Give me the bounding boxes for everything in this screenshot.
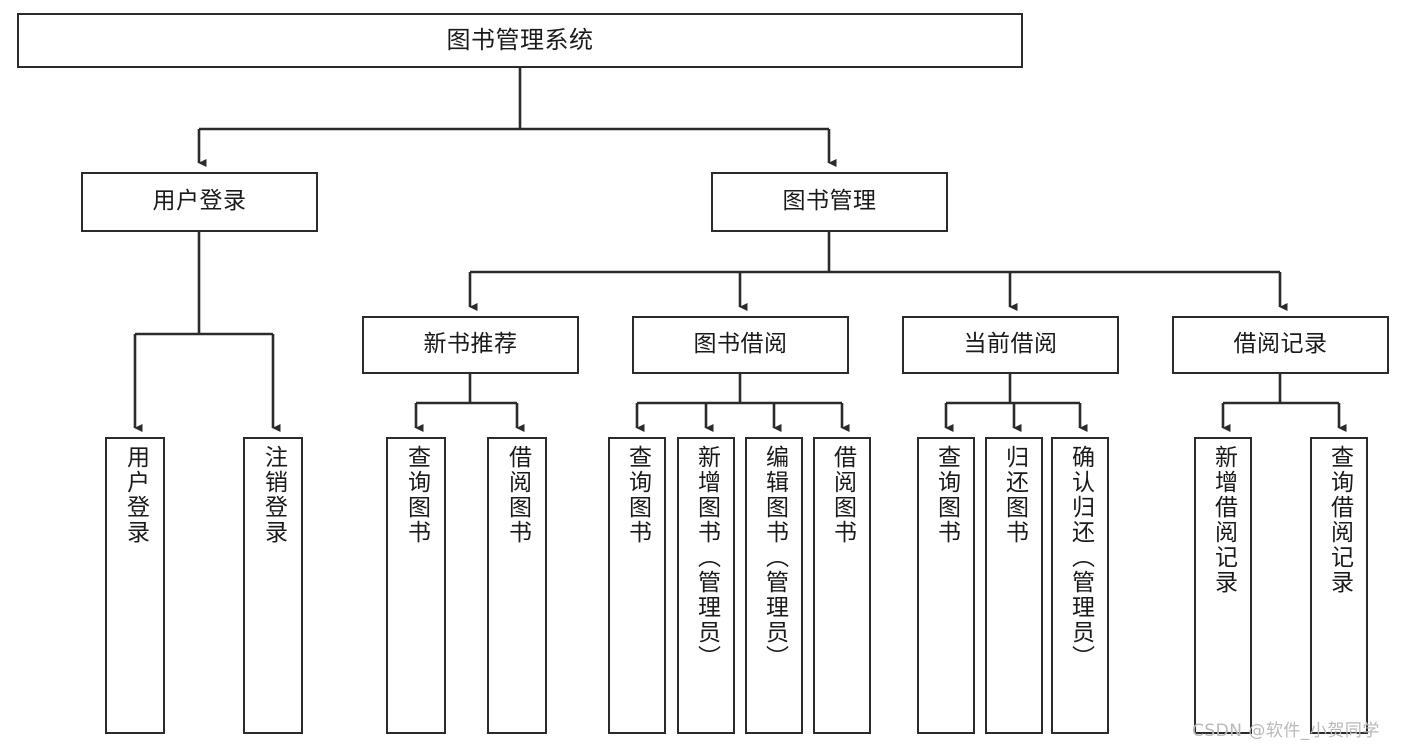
node-label: 用户登录 — [152, 188, 247, 215]
node-label: 借阅记录 — [1233, 331, 1328, 358]
node-leaf10[interactable]: 归还图书 — [985, 437, 1043, 734]
node-leaf12[interactable]: 新增借阅记录 — [1194, 437, 1252, 734]
node-leaf4[interactable]: 借阅图书 — [487, 437, 547, 734]
node-borrow[interactable]: 图书借阅 — [632, 316, 849, 374]
node-current[interactable]: 当前借阅 — [902, 316, 1119, 374]
node-leaf5[interactable]: 查询图书 — [608, 437, 666, 734]
node-label: 新增图书（管理员） — [693, 445, 720, 670]
csdn-watermark: CSDN @软件_小贺同学 — [1192, 721, 1380, 741]
node-label: 借阅图书 — [829, 445, 856, 545]
node-label: 查询图书 — [933, 445, 960, 545]
node-label: 借阅图书 — [504, 445, 531, 545]
node-leaf8[interactable]: 借阅图书 — [813, 437, 871, 734]
node-bookmgmt[interactable]: 图书管理 — [711, 172, 948, 232]
node-leaf7[interactable]: 编辑图书（管理员） — [745, 437, 803, 734]
node-leaf1[interactable]: 用户登录 — [105, 437, 165, 734]
node-label: 编辑图书（管理员） — [761, 445, 788, 670]
node-login[interactable]: 用户登录 — [81, 172, 318, 232]
node-label: 新书推荐 — [423, 331, 518, 358]
node-label: 新增借阅记录 — [1210, 445, 1237, 595]
node-root[interactable]: 图书管理系统 — [17, 13, 1023, 68]
node-label: 当前借阅 — [963, 331, 1058, 358]
node-leaf6[interactable]: 新增图书（管理员） — [677, 437, 735, 734]
node-label: 图书管理系统 — [446, 26, 594, 55]
node-label: 查询图书 — [624, 445, 651, 545]
node-newbook[interactable]: 新书推荐 — [362, 316, 579, 374]
node-leaf9[interactable]: 查询图书 — [917, 437, 975, 734]
node-label: 注销登录 — [260, 445, 287, 545]
node-label: 用户登录 — [122, 445, 149, 545]
node-leaf3[interactable]: 查询图书 — [386, 437, 446, 734]
node-leaf11[interactable]: 确认归还（管理员） — [1051, 437, 1109, 734]
node-label: 确认归还（管理员） — [1067, 445, 1094, 670]
node-label: 查询借阅记录 — [1326, 445, 1353, 595]
node-label: 图书管理 — [782, 188, 877, 215]
node-records[interactable]: 借阅记录 — [1172, 316, 1389, 374]
node-leaf13[interactable]: 查询借阅记录 — [1310, 437, 1368, 734]
node-label: 查询图书 — [403, 445, 430, 545]
node-leaf2[interactable]: 注销登录 — [243, 437, 303, 734]
node-label: 归还图书 — [1001, 445, 1028, 545]
node-label: 图书借阅 — [693, 331, 788, 358]
